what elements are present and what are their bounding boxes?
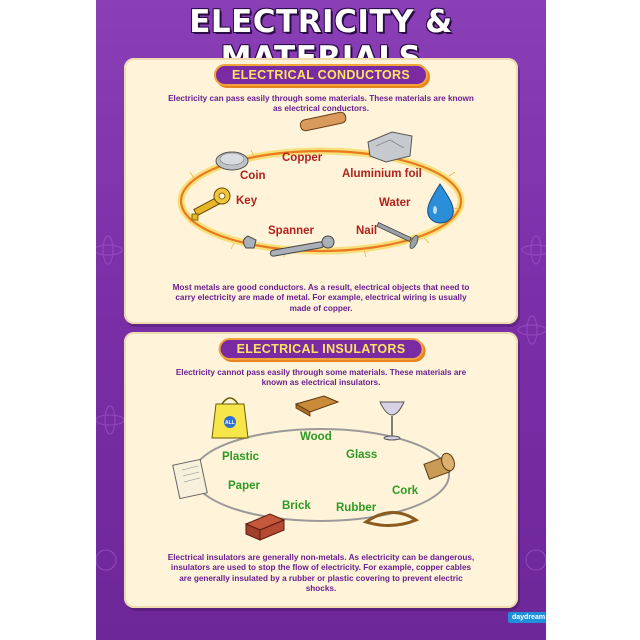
insulators-summary: Electrical insulators are generally non-… xyxy=(167,553,475,593)
glass-icon xyxy=(379,401,405,441)
rubber-band-icon xyxy=(362,511,420,527)
label-key: Key xyxy=(236,195,258,207)
insulators-diagram: ALL xyxy=(172,395,455,541)
poster: ELECTRICITY & MATERIALS ELECTRICAL CONDU… xyxy=(96,0,546,640)
label-spanner: Spanner xyxy=(268,225,315,237)
plastic-bag-icon: ALL xyxy=(211,397,249,439)
label-water: Water xyxy=(379,197,411,209)
insulators-heading: ELECTRICAL INSULATORS xyxy=(218,338,424,360)
label-coin: Coin xyxy=(240,170,266,182)
conductors-diagram: Copper Coin Aluminium foil Key Water Spa… xyxy=(177,111,465,258)
conductors-panel: ELECTRICAL CONDUCTORS Electricity can pa… xyxy=(124,58,518,324)
insulators-intro: Electricity cannot pass easily through s… xyxy=(175,368,467,388)
label-paper: Paper xyxy=(228,480,260,492)
label-brick: Brick xyxy=(282,500,311,512)
cork-icon xyxy=(423,452,455,480)
aluminium-foil-icon xyxy=(367,131,413,163)
wood-plank-icon xyxy=(294,395,340,417)
publisher-logo: daydream xyxy=(508,612,546,623)
label-copper: Copper xyxy=(282,152,323,164)
copper-rod-icon xyxy=(299,111,347,132)
label-glass: Glass xyxy=(346,449,377,461)
brick-icon xyxy=(244,513,286,541)
label-aluminium-foil: Aluminium foil xyxy=(342,168,422,180)
label-rubber: Rubber xyxy=(336,502,377,514)
label-nail: Nail xyxy=(356,225,377,237)
label-wood: Wood xyxy=(300,431,332,443)
insulators-panel: ELECTRICAL INSULATORS Electricity cannot… xyxy=(124,332,518,608)
coin-icon xyxy=(215,151,249,171)
conductors-intro: Electricity can pass easily through some… xyxy=(168,94,474,114)
label-plastic: Plastic xyxy=(222,451,260,463)
bag-label: ALL xyxy=(225,420,235,426)
label-cork: Cork xyxy=(392,485,419,497)
background-decoration xyxy=(96,235,546,571)
spanner-icon xyxy=(242,235,335,257)
key-icon xyxy=(191,187,231,221)
nail-icon xyxy=(376,222,419,249)
paper-scroll-icon xyxy=(172,458,208,500)
conductors-heading: ELECTRICAL CONDUCTORS xyxy=(213,64,429,86)
conductors-summary: Most metals are good conductors. As a re… xyxy=(172,283,470,313)
water-drop-icon xyxy=(427,183,454,224)
